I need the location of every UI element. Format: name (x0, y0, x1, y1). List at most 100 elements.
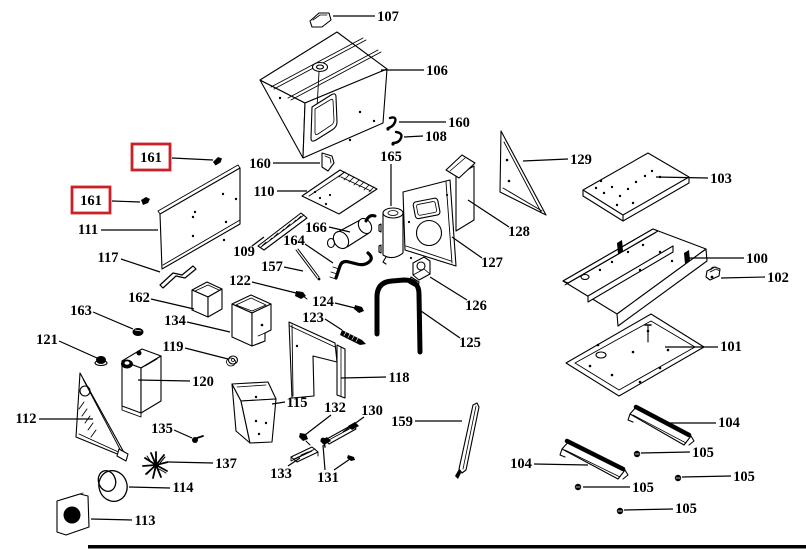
leader-line-113 (90, 518, 133, 521)
leader-line-128 (467, 199, 510, 228)
part-label-102: 102 (767, 270, 789, 286)
part-label-112: 112 (16, 411, 37, 427)
part-103-drawing (582, 152, 690, 222)
part-114-drawing (97, 469, 128, 503)
leader-line-119 (184, 347, 229, 360)
leader-line-126 (429, 276, 468, 301)
part-label-109: 109 (233, 244, 255, 260)
part-117-drawing (159, 265, 197, 289)
part-160-right-hook-drawing (386, 116, 397, 131)
part-label-110: 110 (254, 184, 275, 200)
part-102-drawing (705, 266, 721, 281)
part-159-drawing (455, 402, 480, 479)
part-label-163: 163 (70, 303, 92, 319)
part-122-screw-drawing (295, 291, 308, 300)
part-132-screw-drawing (299, 433, 311, 446)
part-label-137: 137 (215, 456, 237, 472)
part-label-117: 117 (98, 250, 119, 266)
part-165-drawing (378, 207, 404, 265)
part-label-162: 162 (128, 290, 150, 306)
part-100-drawing (562, 228, 708, 327)
leader-line-122 (251, 281, 297, 294)
part-label-105-c: 105 (632, 480, 654, 496)
part-137-drawing (142, 451, 169, 479)
part-label-127: 127 (481, 255, 503, 271)
leader-line-104-left (533, 463, 589, 466)
leader-line-157 (283, 266, 304, 272)
part-107-drawing (309, 12, 332, 28)
leader-line-125 (420, 310, 461, 339)
part-135-drawing (192, 435, 204, 443)
leader-line-127 (451, 236, 483, 259)
leader-line-115 (271, 401, 286, 405)
part-label-115: 115 (287, 395, 308, 411)
part-label-111: 111 (78, 222, 98, 238)
part-label-113: 113 (135, 513, 156, 529)
leader-line-124 (334, 302, 356, 309)
part-label-134: 134 (164, 313, 186, 329)
part-106-drawing (259, 31, 388, 159)
part-115-drawing (231, 381, 277, 444)
highlight-box-161-lower (70, 185, 112, 215)
part-163-drawing (132, 328, 144, 336)
part-label-133: 133 (270, 466, 292, 482)
part-label-126: 126 (465, 298, 487, 314)
part-label-105-d: 105 (675, 501, 697, 517)
leader-line-132 (304, 414, 332, 436)
leader-line-117 (120, 258, 161, 273)
part-166-drawing (326, 214, 377, 250)
part-108-hook-drawing (391, 130, 403, 146)
part-113-drawing (56, 492, 90, 536)
leader-line-121 (58, 340, 98, 359)
part-134-drawing (231, 294, 272, 347)
part-label-100: 100 (746, 251, 768, 267)
part-label-161-lower: 161 (80, 193, 102, 209)
part-label-164: 164 (283, 233, 305, 249)
parts-drawings (56, 12, 806, 549)
leader-line-120 (137, 379, 191, 382)
part-label-118: 118 (389, 370, 410, 386)
part-label-128: 128 (508, 224, 530, 240)
part-162-drawing (191, 281, 223, 318)
part-label-114: 114 (173, 480, 194, 496)
part-120-drawing (121, 348, 162, 418)
leader-line-162 (150, 298, 195, 310)
part-164-drawing (329, 251, 373, 280)
part-109-drawing (257, 212, 308, 251)
highlight-box-161-upper (130, 142, 172, 172)
leader-line-133 (287, 457, 301, 467)
part-101-drawing (565, 313, 705, 397)
leader-line-131-2 (333, 458, 351, 471)
part-121-drawing (94, 356, 108, 367)
leader-line-131-1 (322, 444, 326, 471)
part-111-drawing (157, 164, 241, 270)
part-label-105-a: 105 (692, 445, 714, 461)
part-105-screws-drawing (574, 450, 682, 515)
part-label-105-b: 105 (733, 469, 755, 485)
part-label-160-left: 160 (249, 156, 271, 172)
leader-line-134 (186, 321, 231, 333)
part-label-165: 165 (380, 149, 402, 165)
part-104-left-drawing (559, 438, 629, 480)
part-label-104-left: 104 (510, 456, 532, 472)
part-label-160-right: 160 (448, 115, 470, 131)
part-128-drawing (445, 154, 476, 232)
leader-line-135 (173, 429, 193, 439)
leader-line-161-lower (111, 200, 141, 203)
part-label-131: 131 (317, 470, 339, 486)
part-label-121: 121 (36, 332, 58, 348)
leader-line-166 (328, 226, 351, 233)
part-110-drawing (301, 169, 378, 215)
part-label-130: 130 (361, 403, 383, 419)
leader-line-105-a (640, 451, 691, 454)
part-161-screw-upper-drawing (213, 157, 222, 166)
part-label-108: 108 (425, 129, 447, 145)
part-label-125: 125 (459, 335, 481, 351)
part-label-106: 106 (426, 63, 448, 79)
part-label-157: 157 (261, 259, 283, 275)
leader-line-114 (128, 486, 171, 489)
leader-line-164 (304, 243, 334, 264)
part-124-pin-drawing (354, 305, 364, 313)
